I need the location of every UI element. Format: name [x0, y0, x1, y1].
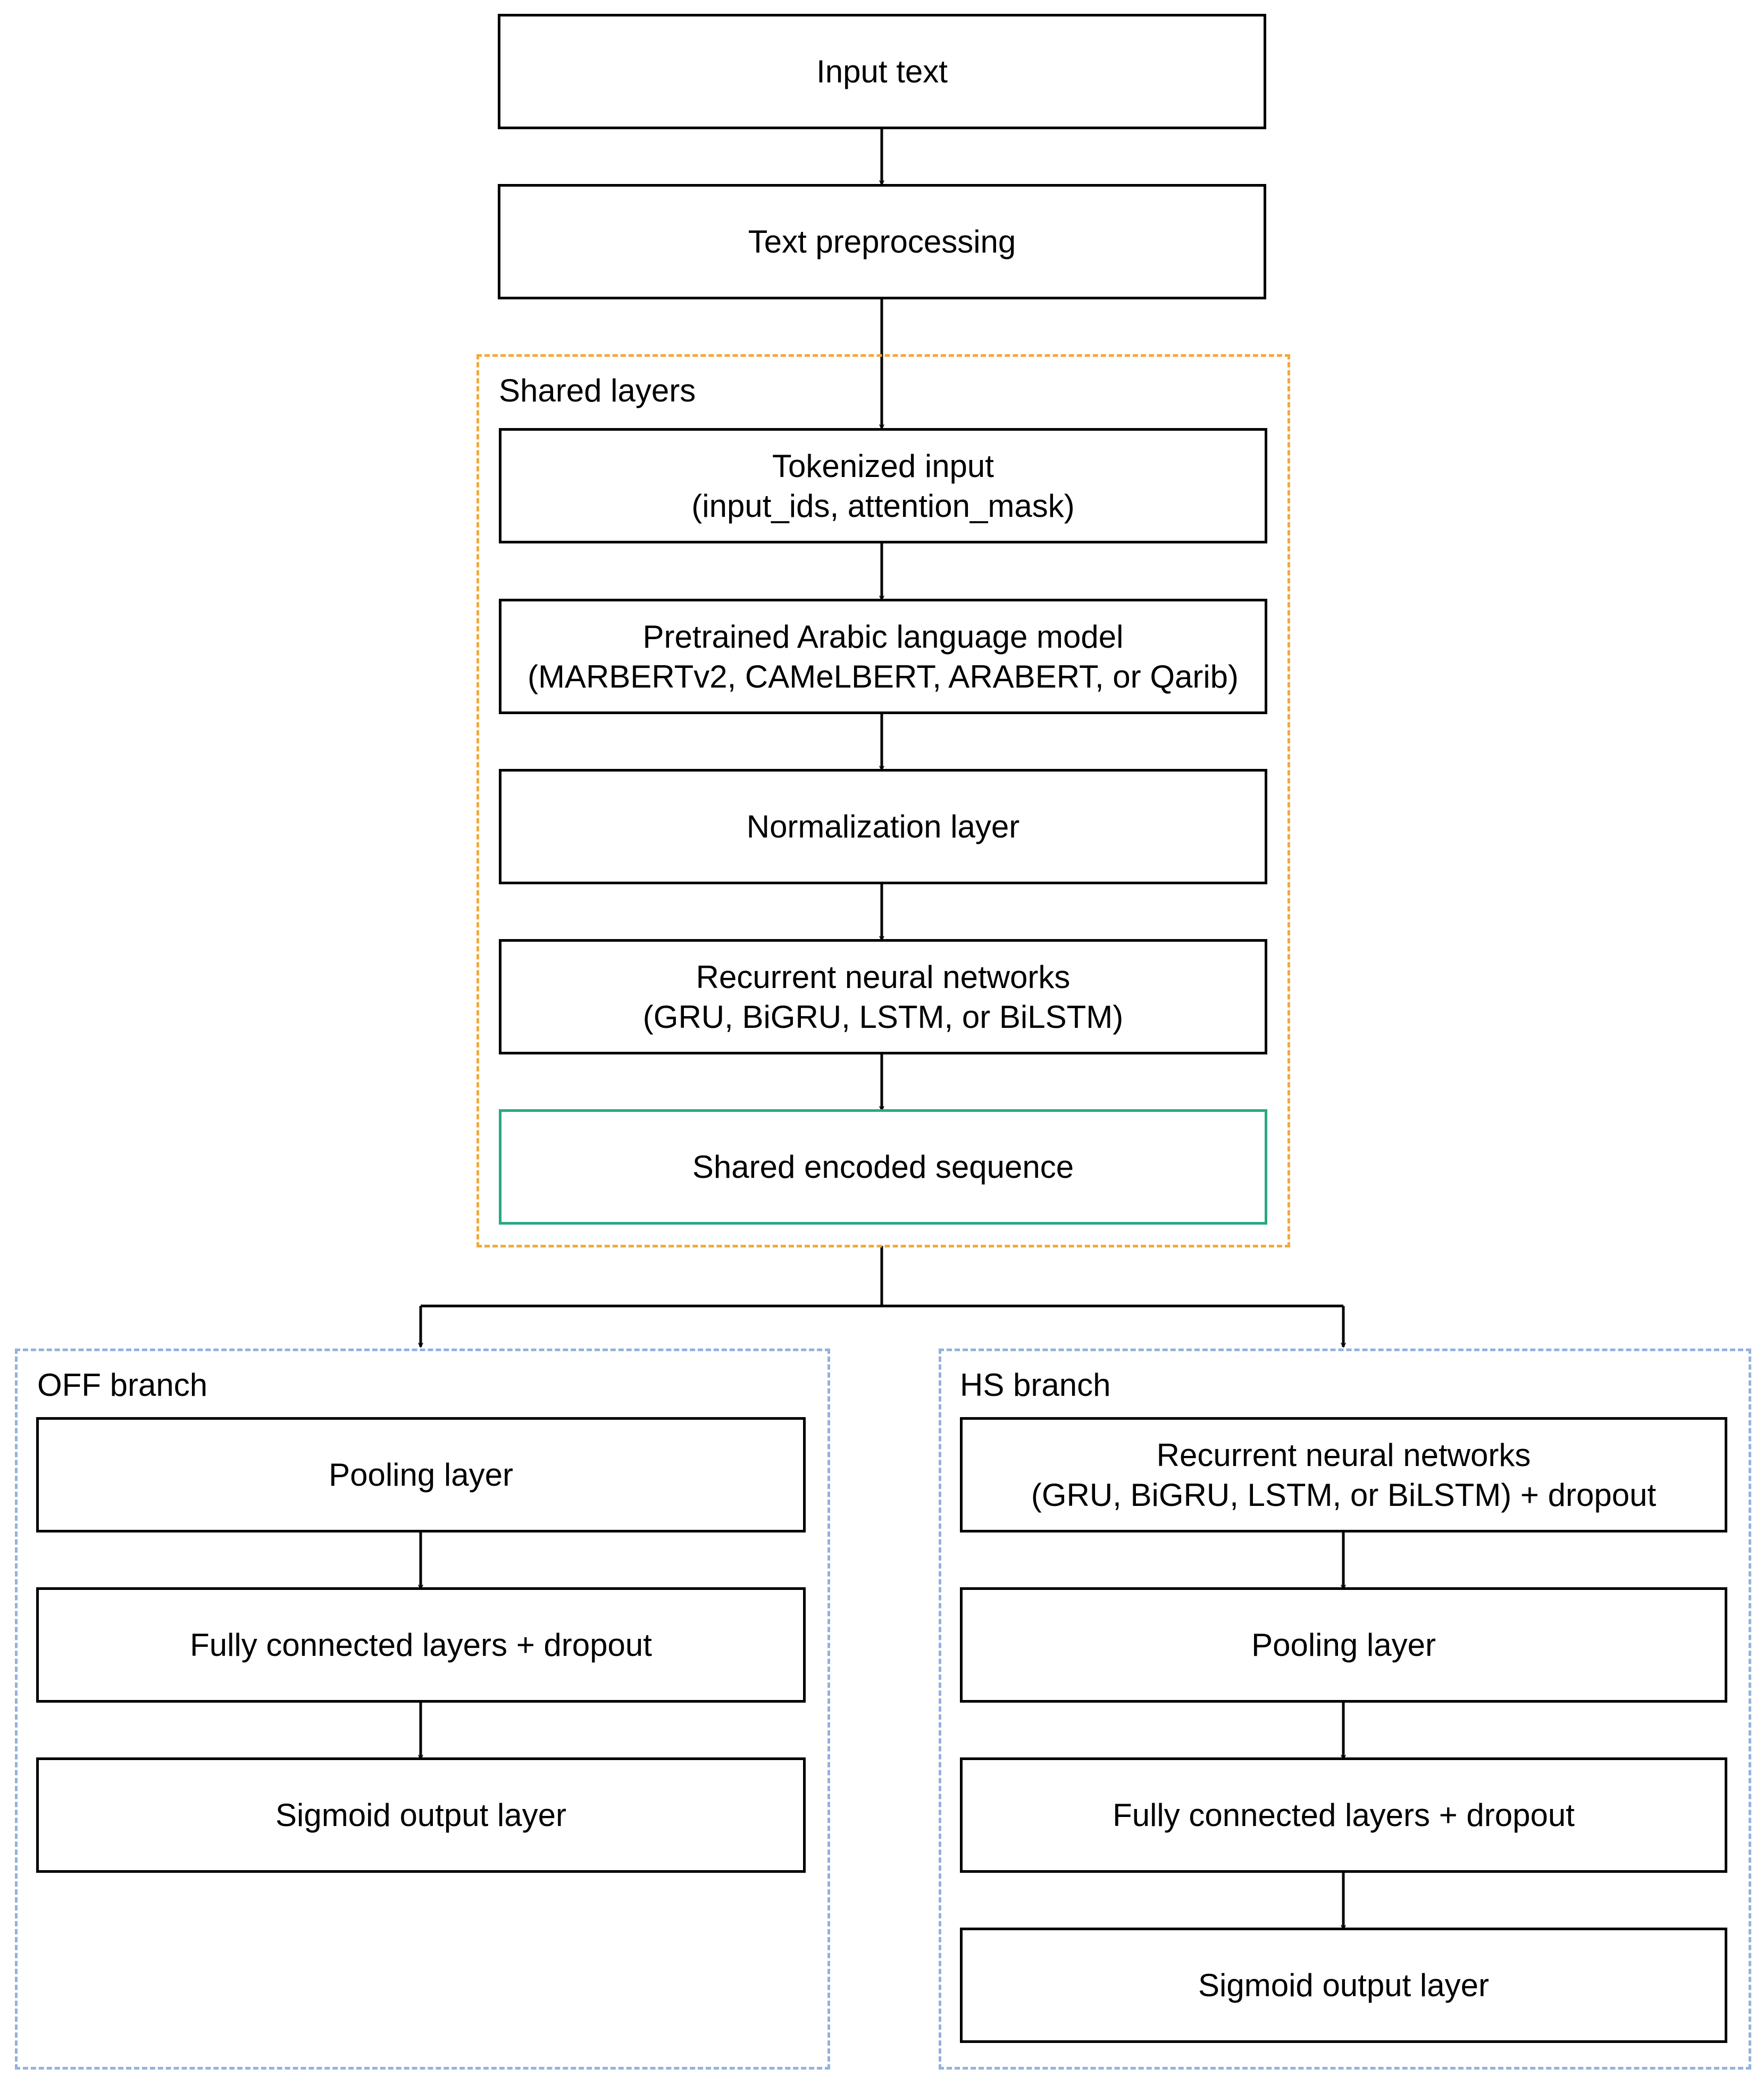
shared-encoded-sequence-node: Shared encoded sequence [499, 1109, 1267, 1225]
hs-branch-group [939, 1349, 1751, 2070]
off-branch-group [15, 1349, 830, 2070]
shared-rnn-detail: (GRU, BiGRU, LSTM, or BiLSTM) [642, 999, 1124, 1035]
pretrained-model-detail: (MARBERTv2, CAMeLBERT, ARABERT, or Qarib… [527, 658, 1239, 694]
hs-rnn-detail: (GRU, BiGRU, LSTM, or BiLSTM) + dropout [1031, 1477, 1657, 1513]
shared-rnn-node: Recurrent neural networks (GRU, BiGRU, L… [499, 939, 1267, 1054]
shared-layers-group [476, 354, 1290, 1247]
off-fully-connected-label: Fully connected layers + dropout [190, 1627, 652, 1663]
input-text-label: Input text [816, 54, 948, 89]
text-preprocessing-node: Text preprocessing [498, 184, 1266, 299]
hs-branch-label: HS branch [960, 1367, 1111, 1403]
hs-fully-connected-node: Fully connected layers + dropout [960, 1757, 1727, 1873]
hs-rnn-title: Recurrent neural networks [1156, 1437, 1531, 1473]
tokenized-input-node: Tokenized input (input_ids, attention_ma… [499, 428, 1267, 543]
hs-pooling-label: Pooling layer [1251, 1627, 1436, 1663]
shared-encoded-sequence-label: Shared encoded sequence [692, 1149, 1074, 1185]
hs-sigmoid-output-node: Sigmoid output layer [960, 1928, 1727, 2043]
pretrained-model-node: Pretrained Arabic language model (MARBER… [499, 599, 1267, 714]
off-sigmoid-output-node: Sigmoid output layer [36, 1757, 806, 1873]
pretrained-model-title: Pretrained Arabic language model [642, 618, 1124, 655]
text-preprocessing-label: Text preprocessing [748, 224, 1016, 259]
normalization-layer-label: Normalization layer [746, 809, 1020, 844]
off-pooling-node: Pooling layer [36, 1417, 806, 1532]
off-pooling-label: Pooling layer [329, 1457, 513, 1493]
off-branch-label: OFF branch [37, 1367, 208, 1403]
off-fully-connected-node: Fully connected layers + dropout [36, 1587, 806, 1703]
hs-rnn-node: Recurrent neural networks (GRU, BiGRU, L… [960, 1417, 1727, 1532]
branch-split-line [421, 1246, 1343, 1308]
hs-sigmoid-output-label: Sigmoid output layer [1198, 1967, 1489, 2003]
hs-pooling-node: Pooling layer [960, 1587, 1727, 1703]
off-sigmoid-output-label: Sigmoid output layer [275, 1797, 566, 1833]
shared-layers-label: Shared layers [499, 373, 696, 408]
hs-fully-connected-label: Fully connected layers + dropout [1113, 1797, 1575, 1833]
input-text-node: Input text [498, 14, 1266, 129]
tokenized-input-detail: (input_ids, attention_mask) [691, 488, 1075, 524]
normalization-layer-node: Normalization layer [499, 769, 1267, 884]
shared-rnn-title: Recurrent neural networks [696, 959, 1071, 995]
tokenized-input-title: Tokenized input [772, 448, 994, 484]
